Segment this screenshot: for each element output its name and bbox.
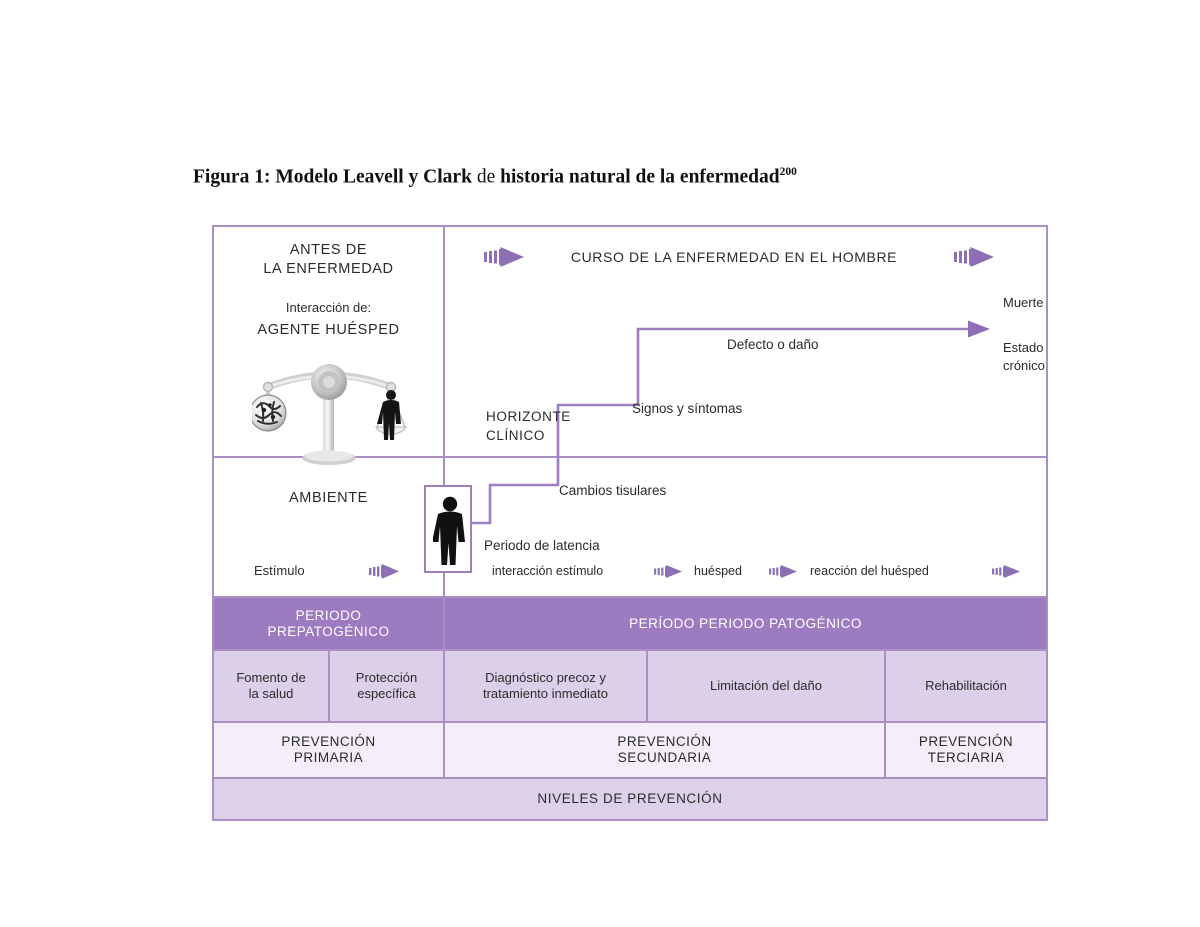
figure-frame: ANTES DE LA ENFERMEDAD Interacción de: A…	[212, 225, 1048, 821]
flow-step-2: huésped	[694, 564, 742, 578]
motion-arrow-icon	[369, 564, 399, 579]
latency-period-label: Periodo de latencia	[484, 538, 600, 553]
period-prepathogenic-line1: PERIODO	[295, 607, 362, 623]
motion-arrow-icon-flow-2	[769, 565, 797, 578]
period-prepathogenic-line2: PREPATOGÉNICO	[267, 623, 390, 639]
motion-arrow-icon-course-right	[954, 247, 994, 267]
period-pathogenic-label: PERÍODO PERIODO PATOGÉNICO	[629, 615, 862, 631]
prevention-0-line2: PRIMARIA	[293, 750, 364, 765]
clinical-horizon-label: HORIZONTE CLÍNICO	[486, 407, 626, 445]
prepathogenic-heading-line1: ANTES DE	[289, 242, 368, 258]
flow-step-3: reacción del huésped	[810, 564, 929, 578]
person-box	[424, 485, 472, 573]
prevention-1-line2: SECUNDARIA	[617, 750, 712, 765]
prevention-footer-label: NIVELES DE PREVENCIÓN	[537, 791, 723, 806]
death-label: Muerte	[1003, 295, 1044, 310]
figure-caption: Figura 1: Modelo Leavell y Clark de hist…	[193, 166, 797, 189]
germ-ball-icon	[249, 394, 287, 432]
intervention-cell-1: Protección específica	[328, 651, 443, 721]
person-icon	[377, 390, 401, 440]
prepathogenic-heading-line2: LA ENFERMEDAD	[263, 261, 394, 277]
flow-step-1: interacción estímulo	[492, 564, 604, 578]
intervention-3-line1: Limitación del daño	[709, 678, 823, 693]
prevention-level-cell-2: PREVENCIÓN TERCIARIA	[884, 723, 1046, 777]
figure-upper-area: ANTES DE LA ENFERMEDAD Interacción de: A…	[214, 227, 1046, 596]
prevention-levels-row: PREVENCIÓN PRIMARIA PREVENCIÓN SECUNDARI…	[214, 721, 1046, 777]
intervention-2-line2: tratamiento inmediato	[482, 686, 608, 701]
period-prepathogenic-cell: PERIODO PREPATOGÉNICO	[214, 598, 443, 649]
prevention-footer-cell: NIVELES DE PREVENCIÓN	[214, 779, 1046, 819]
motion-arrow-icon-flow-1	[654, 565, 682, 578]
intervention-2-line1: Diagnóstico precoz y	[485, 670, 606, 685]
balance-scale-icon	[249, 357, 408, 467]
interventions-row: Fomento de la salud Protección específic…	[214, 649, 1046, 721]
chronic-state-line2: crónico	[1003, 358, 1045, 373]
motion-arrow-icon-flow-3	[992, 565, 1020, 578]
signs-symptoms-label: Signos y síntomas	[632, 401, 743, 416]
caption-superscript: 200	[779, 166, 797, 178]
prevention-2-line2: TERCIARIA	[927, 750, 1005, 765]
period-band-row: PERIODO PREPATOGÉNICO PERÍODO PERIODO PA…	[214, 596, 1046, 649]
prepathogenic-heading: ANTES DE LA ENFERMEDAD	[226, 241, 431, 279]
chronic-state-line1: Estado	[1003, 340, 1044, 355]
intervention-cell-0: Fomento de la salud	[214, 651, 328, 721]
motion-arrow-icon-course-left	[484, 247, 524, 267]
prevention-level-cell-1: PREVENCIÓN SECUNDARIA	[443, 723, 884, 777]
interaction-label: Interacción de:	[285, 300, 372, 315]
intervention-0-line2: la salud	[248, 686, 294, 701]
environment-label: AMBIENTE	[289, 490, 368, 506]
intervention-1-line1: Protección	[355, 670, 418, 685]
intervention-0-line1: Fomento de	[236, 670, 306, 685]
agent-host-label: AGENTE HUÉSPED	[257, 322, 400, 338]
clinical-horizon-line2: CLÍNICO	[486, 428, 545, 443]
prevention-1-line1: PREVENCIÓN	[617, 734, 712, 749]
caption-bold-1: Figura 1: Modelo Leavell y Clark	[193, 166, 472, 188]
intervention-4-line1: Rehabilitación	[925, 678, 1007, 693]
death-arrowhead	[968, 320, 990, 338]
caption-bold-2: historia natural de la enfermedad	[500, 166, 780, 188]
tissue-changes-label: Cambios tisulares	[559, 483, 667, 498]
intervention-1-line2: específica	[357, 686, 416, 701]
intervention-cell-4: Rehabilitación	[884, 651, 1046, 721]
caption-mid: de	[476, 166, 496, 188]
clinical-horizon-line1: HORIZONTE	[486, 409, 571, 424]
defect-damage-label: Defecto o daño	[727, 337, 819, 352]
course-title: CURSO DE LA ENFERMEDAD EN EL HOMBRE	[570, 249, 898, 265]
prevention-footer-row: NIVELES DE PREVENCIÓN	[214, 777, 1046, 819]
intervention-cell-2: Diagnóstico precoz y tratamiento inmedia…	[443, 651, 646, 721]
prevention-0-line1: PREVENCIÓN	[281, 734, 376, 749]
period-pathogenic-cell: PERÍODO PERIODO PATOGÉNICO	[443, 598, 1046, 649]
prevention-level-cell-0: PREVENCIÓN PRIMARIA	[214, 723, 443, 777]
stimulus-label: Estímulo	[254, 563, 305, 578]
person-icon	[433, 496, 465, 565]
prevention-2-line1: PREVENCIÓN	[918, 734, 1014, 749]
intervention-cell-3: Limitación del daño	[646, 651, 884, 721]
